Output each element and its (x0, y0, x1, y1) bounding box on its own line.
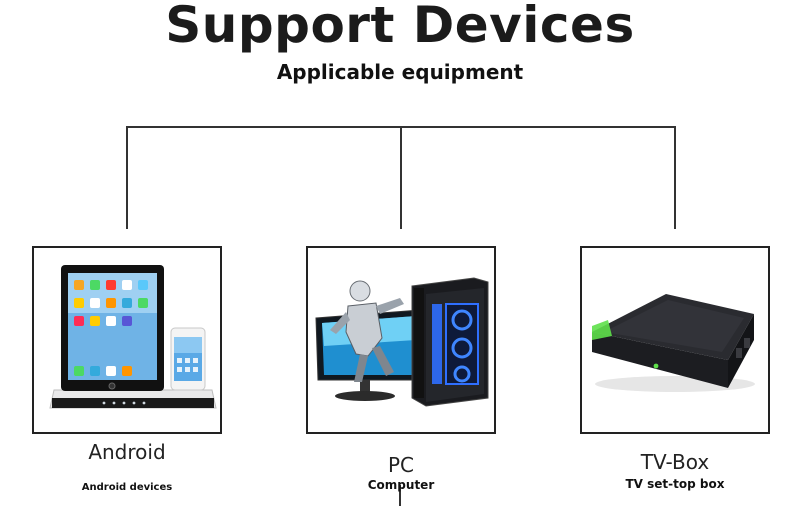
device-sublabel-tvbox: TV set-top box (625, 477, 725, 491)
device-label-pc: PC (387, 453, 415, 477)
device-card-android (32, 246, 222, 434)
tree-branch-middle (400, 126, 402, 229)
tree-stub-bottom (399, 485, 401, 506)
device-label-tvbox: TV-Box (640, 450, 710, 474)
tvbox-image (592, 294, 755, 392)
device-card-tvbox (580, 246, 770, 434)
page-subtitle: Applicable equipment (276, 60, 524, 84)
page-title: Support Devices (165, 0, 635, 54)
device-sublabel-pc: Computer (367, 478, 435, 492)
tree-branch-right (674, 126, 676, 229)
device-sublabel-android: Android devices (81, 482, 173, 493)
device-card-pc (306, 246, 496, 434)
tree-branch-left (126, 126, 128, 229)
android-devices-image (49, 265, 217, 409)
device-label-android: Android (88, 440, 166, 464)
pc-computer-image (315, 277, 489, 407)
